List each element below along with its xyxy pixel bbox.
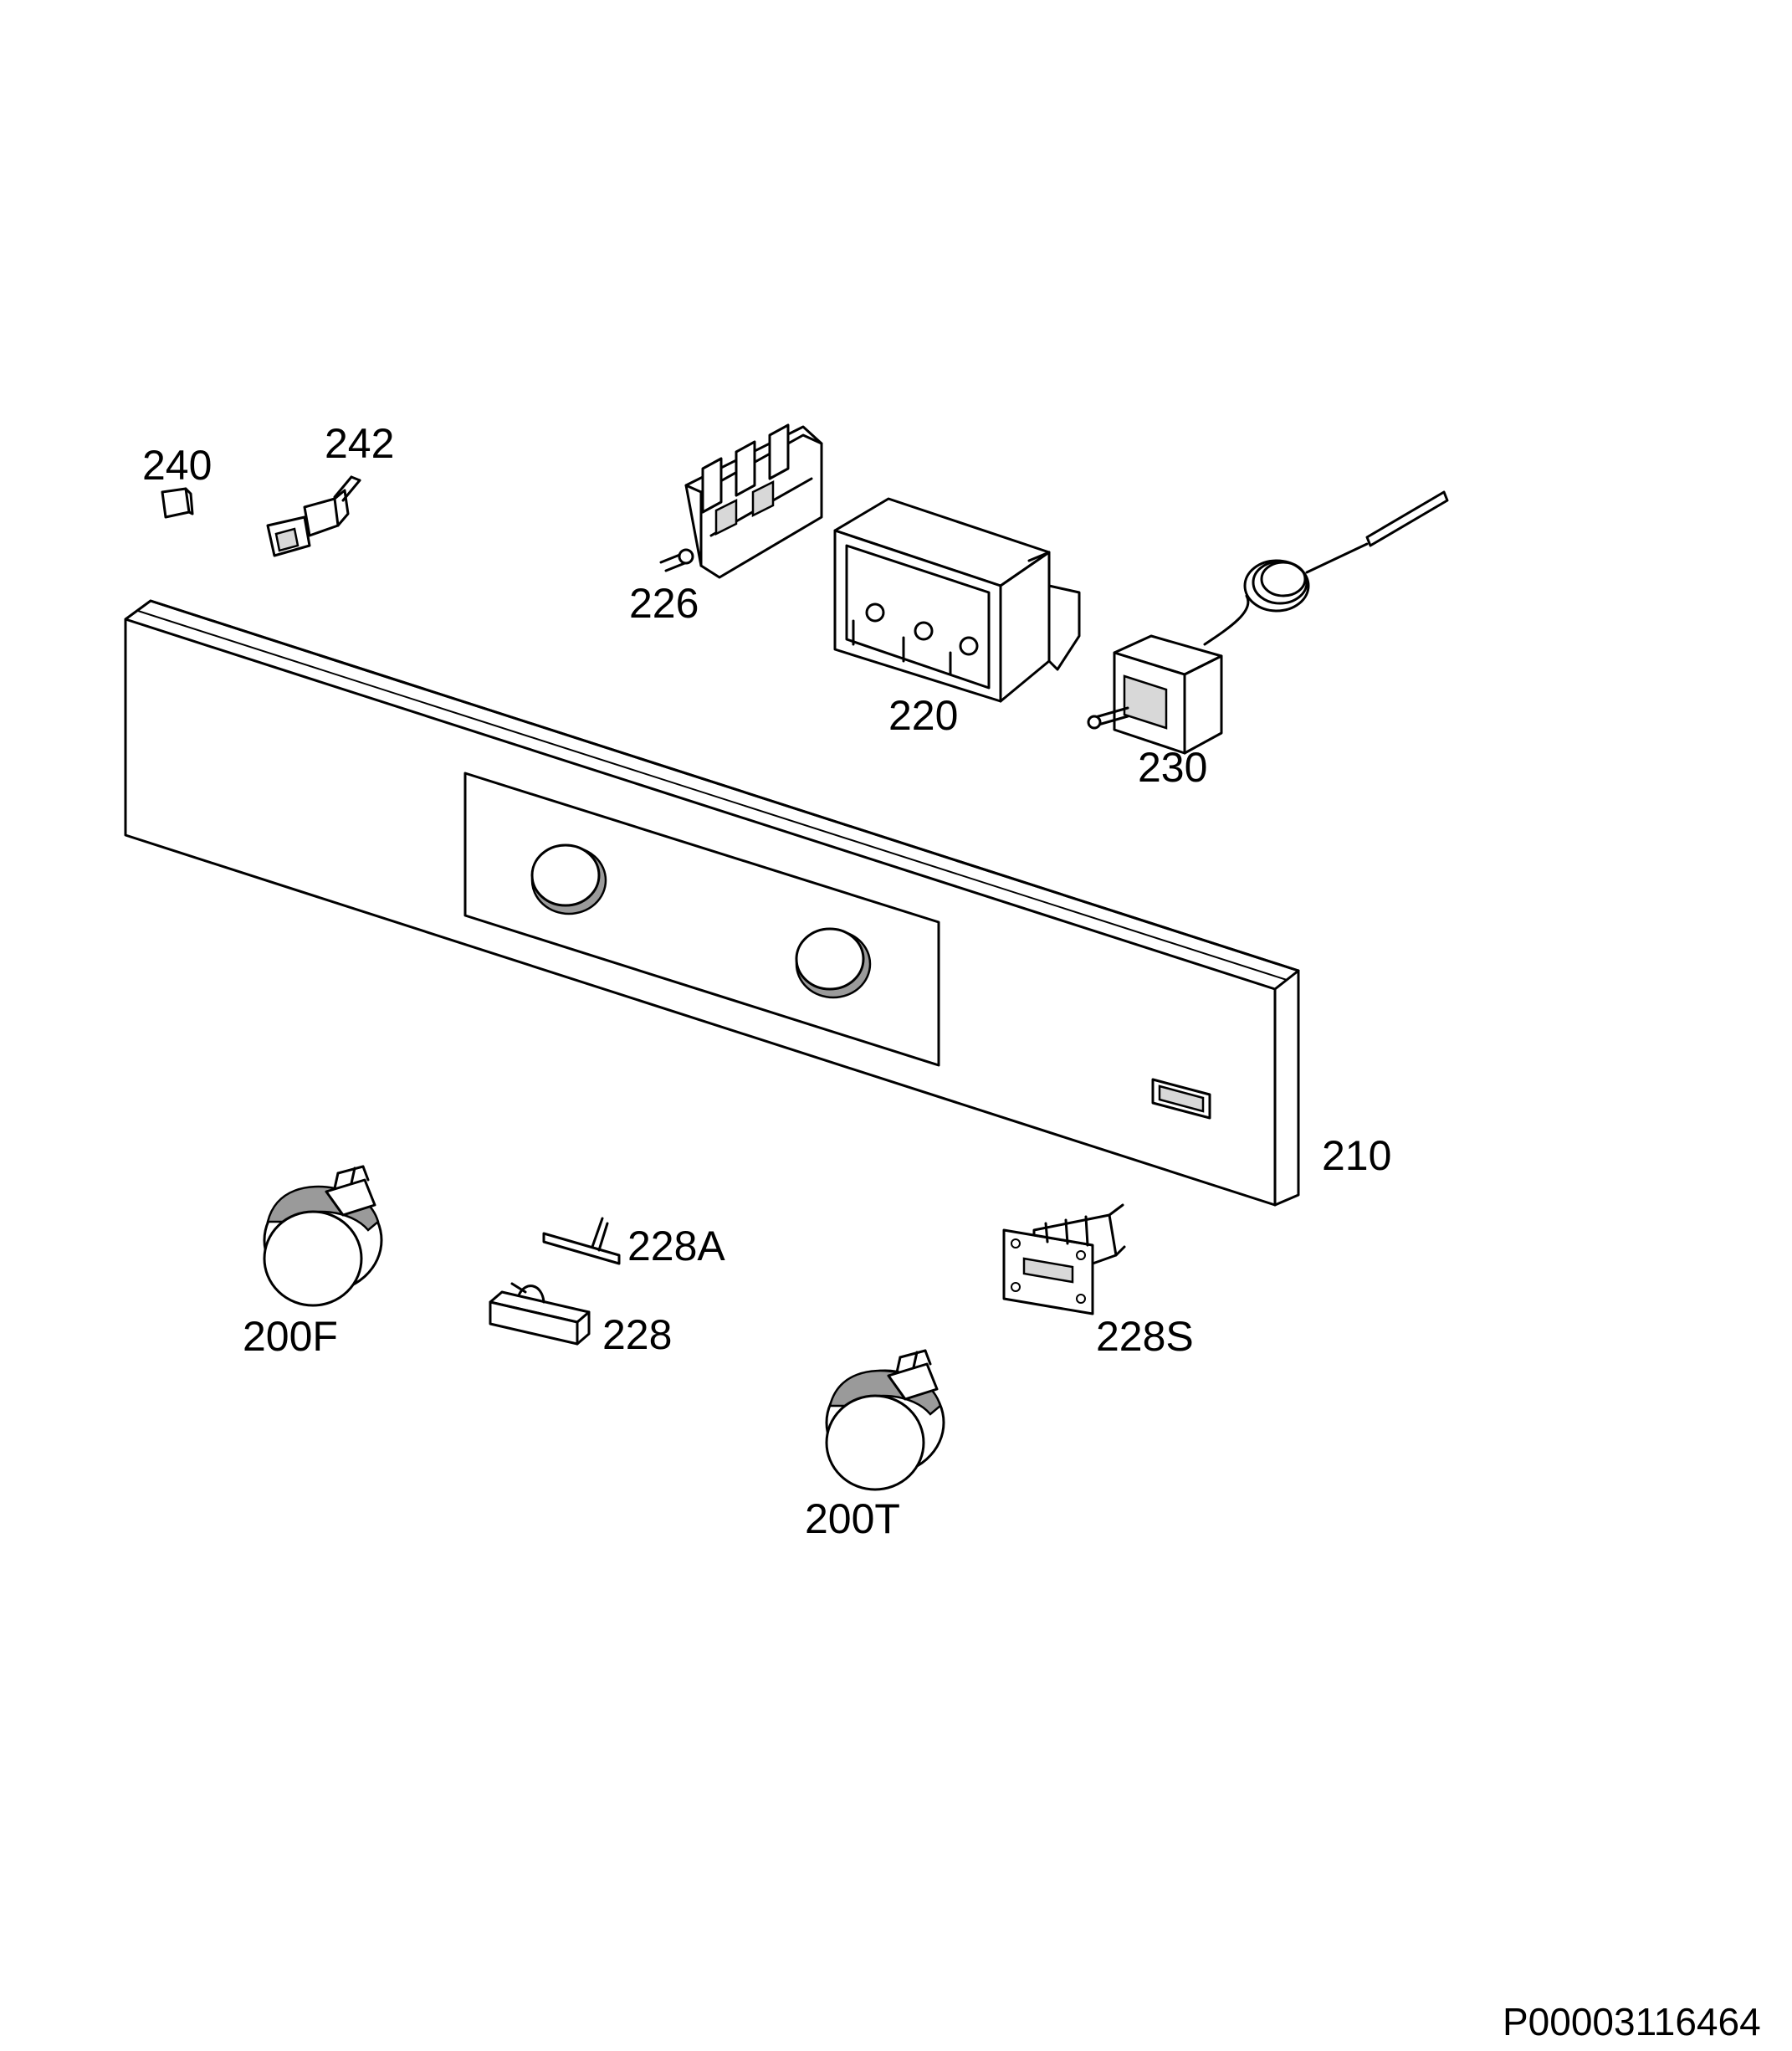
switch-slot bbox=[1151, 1078, 1211, 1120]
part-230-thermostat[interactable] bbox=[1087, 490, 1449, 755]
label-226: 226 bbox=[629, 580, 699, 627]
part-200t-knob[interactable] bbox=[825, 1349, 945, 1491]
document-reference: P00003116464 bbox=[1503, 2000, 1761, 2043]
knob-opening-left bbox=[530, 843, 607, 915]
label-242: 242 bbox=[325, 420, 394, 467]
label-228: 228 bbox=[602, 1311, 672, 1358]
label-230: 230 bbox=[1138, 744, 1207, 791]
label-240: 240 bbox=[142, 442, 212, 489]
label-220: 220 bbox=[888, 692, 958, 739]
label-228s: 228S bbox=[1096, 1313, 1194, 1360]
part-220-timer[interactable] bbox=[833, 497, 1081, 703]
part-240-cap[interactable] bbox=[161, 487, 194, 519]
label-200f: 200F bbox=[243, 1313, 338, 1360]
part-228a-light-pipe[interactable] bbox=[542, 1217, 621, 1265]
control-panel-210[interactable] bbox=[124, 599, 1300, 1207]
label-200t: 200T bbox=[805, 1495, 900, 1542]
label-210: 210 bbox=[1322, 1132, 1391, 1179]
part-242-lamp-holder[interactable] bbox=[266, 475, 361, 557]
part-200f-knob[interactable] bbox=[263, 1165, 383, 1307]
part-228-lamp[interactable] bbox=[489, 1282, 591, 1346]
part-228s-switch[interactable] bbox=[1002, 1203, 1126, 1315]
knob-opening-right bbox=[795, 927, 872, 999]
part-226-selector-switch[interactable] bbox=[659, 423, 823, 579]
label-228a: 228A bbox=[627, 1223, 725, 1269]
